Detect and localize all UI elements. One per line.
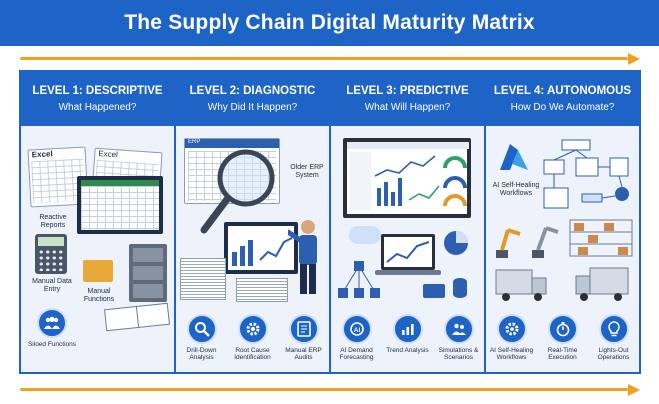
lightbulb-icon [598,314,629,344]
level-3-column: LEVEL 3: PREDICTIVE What Will Happen? [331,72,484,372]
capability-lights-out: Lights-Out Operations [589,314,639,362]
top-progress-arrow [20,52,640,66]
capability-trend-analysis: Trend Analysis [383,314,433,354]
title-bar: The Supply Chain Digital Maturity Matrix [0,0,659,46]
magnifier-icon [186,314,217,344]
svg-text:AI: AI [353,327,360,334]
autonomous-trucks-icon [495,267,629,301]
level-2-name: LEVEL 2: DIAGNOSTIC [189,85,316,97]
level-4-name: LEVEL 4: AUTONOMOUS [493,85,632,97]
cloud-icon [349,226,381,244]
level-2-question: Why Did It Happen? [207,102,298,113]
reactive-reports-label: Reactive Reports [39,214,67,230]
level-1-question: What Happened? [58,102,137,113]
level-1-header: LEVEL 1: DESCRIPTIVE What Happened? [21,72,174,126]
level-3-illustration: AI AI Demand Forecasting Trend Analysis … [331,126,484,372]
people-icon [443,314,474,344]
spreadsheet-monitor [77,176,163,234]
manual-functions-label: Manual Functions [83,288,115,304]
level-2-illustration: ERP Older ERP System [176,126,329,372]
manual-data-entry-label: Manual Data Entry [32,278,72,294]
level-3-capabilities: AI AI Demand Forecasting Trend Analysis … [331,308,484,372]
capability-ai-forecasting: AI AI Demand Forecasting [332,314,382,362]
maturity-matrix: LEVEL 1: DESCRIPTIVE What Happened? Exce… [19,70,641,374]
magnifying-glass-icon [200,149,275,234]
delivery-truck-icon [423,284,445,298]
level-1-column: LEVEL 1: DESCRIPTIVE What Happened? Exce… [21,72,174,372]
workflow-diagram-icon [543,139,629,209]
level-4-question: How Do We Automate? [510,102,615,113]
level-4-illustration: AI Self-Healing Workflows [486,126,639,372]
capability-drill-down: Drill-Down Analysis [177,314,227,362]
cog-icon [496,314,527,344]
level-2-column: LEVEL 2: DIAGNOSTIC Why Did It Happen? E… [176,72,329,372]
folder-icon [83,260,113,282]
capability-erp-audits: Manual ERP Audits [279,314,329,362]
robotic-warehouse-icon [496,219,633,258]
level-3-question: What Will Happen? [364,102,451,113]
capability-siloed-functions: Siloed Functions [27,308,77,348]
level-3-header: LEVEL 3: PREDICTIVE What Will Happen? [331,72,484,126]
level-1-illustration: Excel Excel Reactive Reports Manua [21,126,174,372]
paper-stack-left [180,258,226,300]
network-nodes-icon [338,261,380,298]
pie-chart-icon [444,231,468,255]
level-1-capabilities: Siloed Functions [21,302,174,372]
level-3-name: LEVEL 3: PREDICTIVE [346,85,469,97]
group-icon [37,308,67,338]
level-2-capabilities: Drill-Down Analysis Root Cause Identific… [176,308,329,372]
level-4-capabilities: AI Self-Healing Workflows Real-Time Exec… [486,308,639,372]
level-4-column: LEVEL 4: AUTONOMOUS How Do We Automate? … [486,72,639,372]
stopwatch-icon [547,314,578,344]
paper-stack-right [236,278,288,302]
document-icon [288,314,319,344]
capability-real-time: Real-Time Execution [538,314,588,362]
ai-chip-icon: AI [341,314,372,344]
analysis-monitor [224,222,298,274]
database-icon [453,278,467,298]
level-4-header: LEVEL 4: AUTONOMOUS How Do We Automate? [486,72,639,126]
older-erp-system-label: Older ERP System [290,164,324,180]
capability-root-cause: Root Cause Identification [228,314,278,362]
trend-chart-icon [392,314,423,344]
laptop-icon [381,234,435,270]
capability-self-healing: AI Self-Healing Workflows [487,314,537,362]
filing-cabinet-icon [129,244,167,302]
bottom-progress-arrow [20,383,640,397]
capability-simulations: Simulations & Scenarios [434,314,484,362]
cloud-platform-logo-icon [500,144,528,170]
ai-self-healing-label: AI Self-Healing Workflows [492,182,540,198]
calculator-icon [35,234,67,274]
level-1-name: LEVEL 1: DESCRIPTIVE [32,85,163,97]
predictive-dashboard [343,138,471,218]
analyst-person-icon [288,220,317,294]
level-2-header: LEVEL 2: DIAGNOSTIC Why Did It Happen? [176,72,329,126]
gear-icon [237,314,268,344]
page-title: The Supply Chain Digital Maturity Matrix [124,11,535,34]
